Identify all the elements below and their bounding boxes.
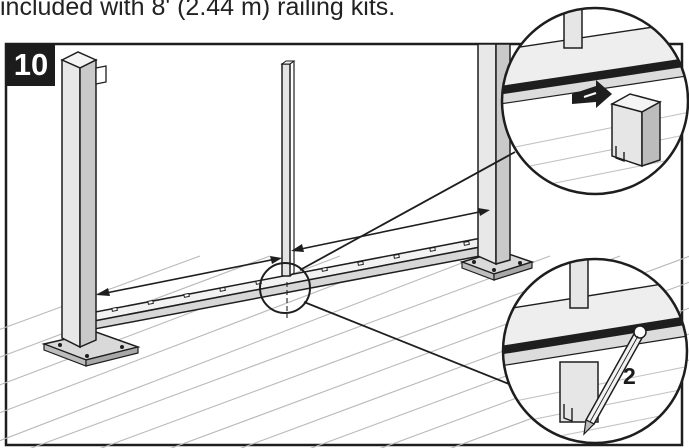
detail-highlight-circle	[259, 262, 311, 314]
detail-callout-bottom	[501, 257, 689, 445]
callout-leader-lines	[299, 151, 516, 385]
center-baluster	[280, 60, 296, 318]
left-post	[41, 51, 141, 367]
illustration-frame	[4, 42, 684, 447]
caption-text: included with 8' (2.44 m) railing kits.	[0, 0, 396, 21]
right-post	[459, 43, 535, 281]
step-number-badge: 10	[7, 44, 55, 86]
dimension-arrows	[96, 208, 490, 296]
bottom-rail	[62, 235, 498, 339]
callout-label: 2	[623, 363, 636, 389]
pencil-icon	[583, 325, 647, 436]
detail-callout-top	[500, 6, 689, 196]
